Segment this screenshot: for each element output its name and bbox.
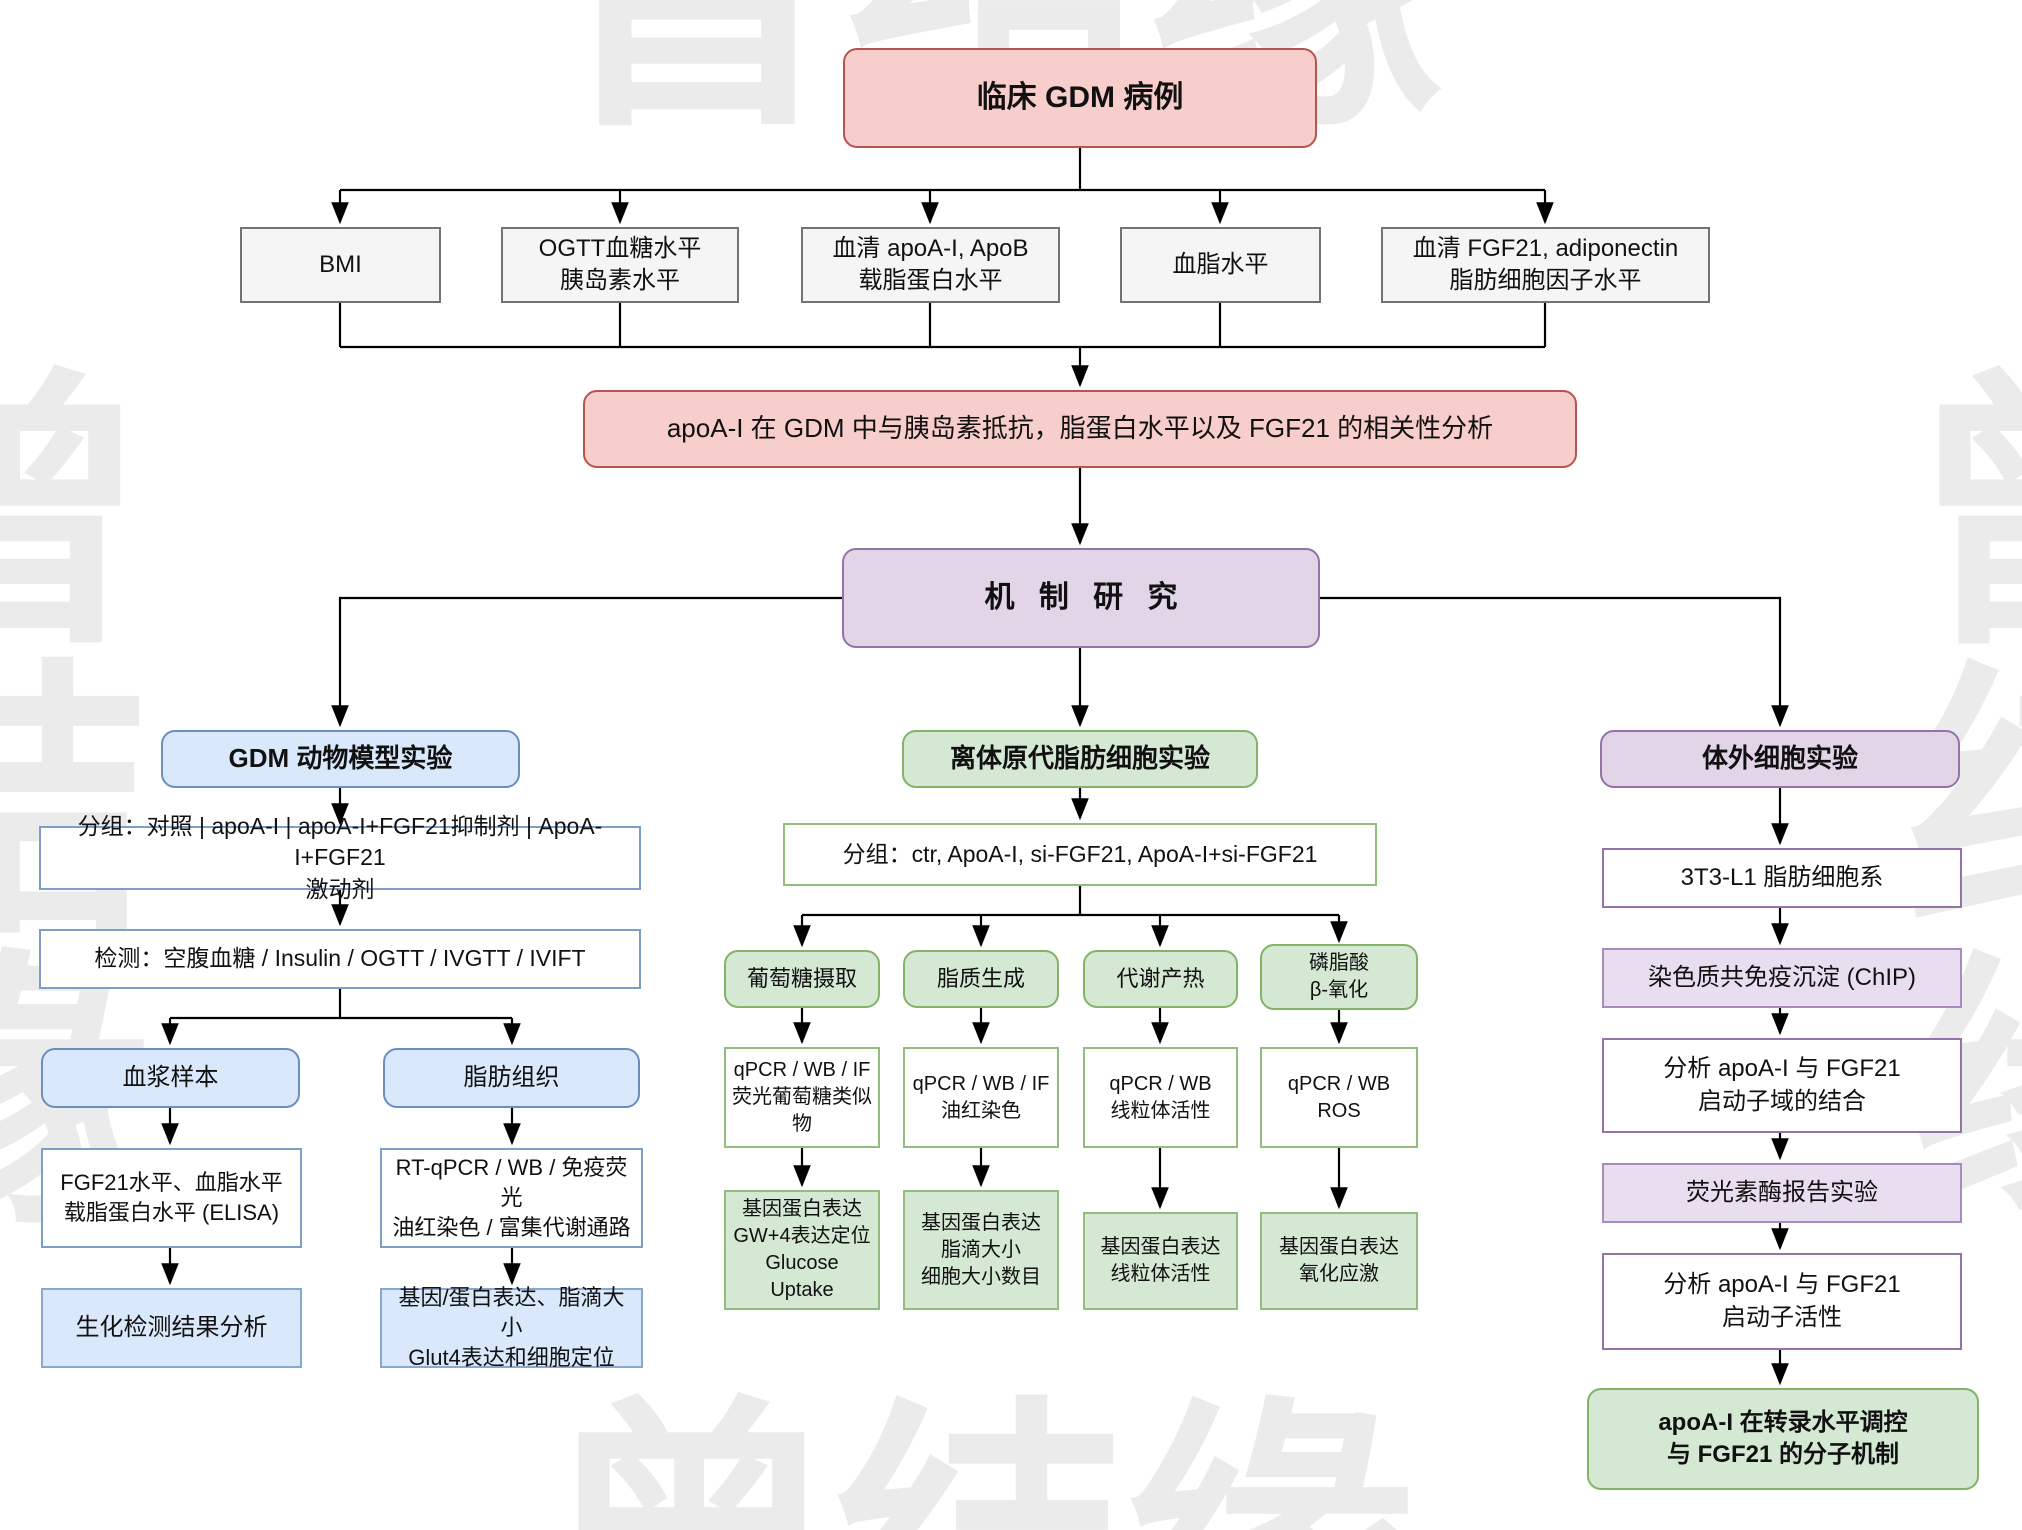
node-adipose-assays: RT-qPCR / WB / 免疫荧光 油红染色 / 富集代谢通路	[380, 1148, 643, 1248]
node-beta-oxidation-methods: qPCR / WB ROS	[1260, 1047, 1418, 1148]
node-glucose-methods: qPCR / WB / IF 荧光葡萄糖类似 物	[724, 1047, 880, 1148]
node-beta-oxidation-outcomes: 基因蛋白表达 氧化应激	[1260, 1212, 1418, 1310]
node-thermogenesis-outcomes: 基因蛋白表达 线粒体活性	[1083, 1212, 1238, 1310]
node-promoter-binding-analysis: 分析 apoA-I 与 FGF21 启动子域的结合	[1602, 1038, 1962, 1133]
node-glucose-outcomes: 基因蛋白表达 GW+4表达定位 Glucose Uptake	[724, 1190, 880, 1310]
node-serum-apolipoprotein: 血清 apoA-I, ApoB 载脂蛋白水平	[801, 227, 1060, 303]
node-thermogenesis-methods: qPCR / WB 线粒体活性	[1083, 1047, 1238, 1148]
node-blood-lipid: 血脂水平	[1120, 227, 1321, 303]
node-plasma-sample: 血浆样本	[41, 1048, 300, 1108]
node-beta-oxidation: 磷脂酸 β-氧化	[1260, 944, 1418, 1010]
node-biochem-result-analysis: 生化检测结果分析	[41, 1288, 302, 1368]
node-promoter-activity-analysis: 分析 apoA-I 与 FGF21 启动子活性	[1602, 1253, 1962, 1350]
node-bmi: BMI	[240, 227, 441, 303]
node-mechanism-study: 机 制 研 究	[842, 548, 1320, 648]
node-animal-groups: 分组：对照 | apoA-I | apoA-I+FGF21抑制剂 | ApoA-…	[39, 813, 641, 902]
node-cell-groups: 分组：ctr, ApoA-I, si-FGF21, ApoA-I+si-FGF2…	[783, 823, 1377, 886]
node-ogtt-insulin: OGTT血糖水平 胰岛素水平	[501, 227, 739, 303]
node-animal-model-header: GDM 动物模型实验	[161, 730, 520, 788]
node-serum-fgf21-adiponectin: 血清 FGF21, adiponectin 脂肪细胞因子水平	[1381, 227, 1710, 303]
node-3t3l1-cell-line: 3T3-L1 脂肪细胞系	[1602, 848, 1962, 908]
node-luciferase-reporter: 荧光素酶报告实验	[1602, 1163, 1962, 1223]
node-glucose-uptake: 葡萄糖摄取	[724, 950, 880, 1008]
node-animal-tests: 检测：空腹血糖 / Insulin / OGTT / IVGTT / IVIFT	[39, 929, 641, 989]
node-lipogenesis: 脂质生成	[903, 950, 1059, 1008]
node-conclusion-molecular-mechanism: apoA-I 在转录水平调控 与 FGF21 的分子机制	[1587, 1388, 1979, 1490]
node-lipogenesis-outcomes: 基因蛋白表达 脂滴大小 细胞大小数目	[903, 1190, 1059, 1310]
node-thermogenesis: 代谢产热	[1083, 950, 1238, 1008]
node-plasma-assays: FGF21水平、血脂水平 载脂蛋白水平 (ELISA)	[41, 1148, 302, 1248]
node-lipogenesis-methods: qPCR / WB / IF 油红染色	[903, 1047, 1059, 1148]
node-invitro-cell-header: 体外细胞实验	[1600, 730, 1960, 788]
node-chip-assay: 染色质共免疫沉淀 (ChIP)	[1602, 948, 1962, 1008]
node-primary-adipocyte-header: 离体原代脂肪细胞实验	[902, 730, 1258, 788]
node-adipose-outcomes: 基因/蛋白表达、脂滴大小 Glut4表达和细胞定位	[380, 1285, 643, 1370]
node-clinical-gdm-cases: 临床 GDM 病例	[843, 48, 1317, 148]
node-adipose-tissue: 脂肪组织	[383, 1048, 640, 1108]
node-correlation-analysis: apoA-I 在 GDM 中与胰岛素抵抗，脂蛋白水平以及 FGF21 的相关性分…	[583, 390, 1577, 468]
